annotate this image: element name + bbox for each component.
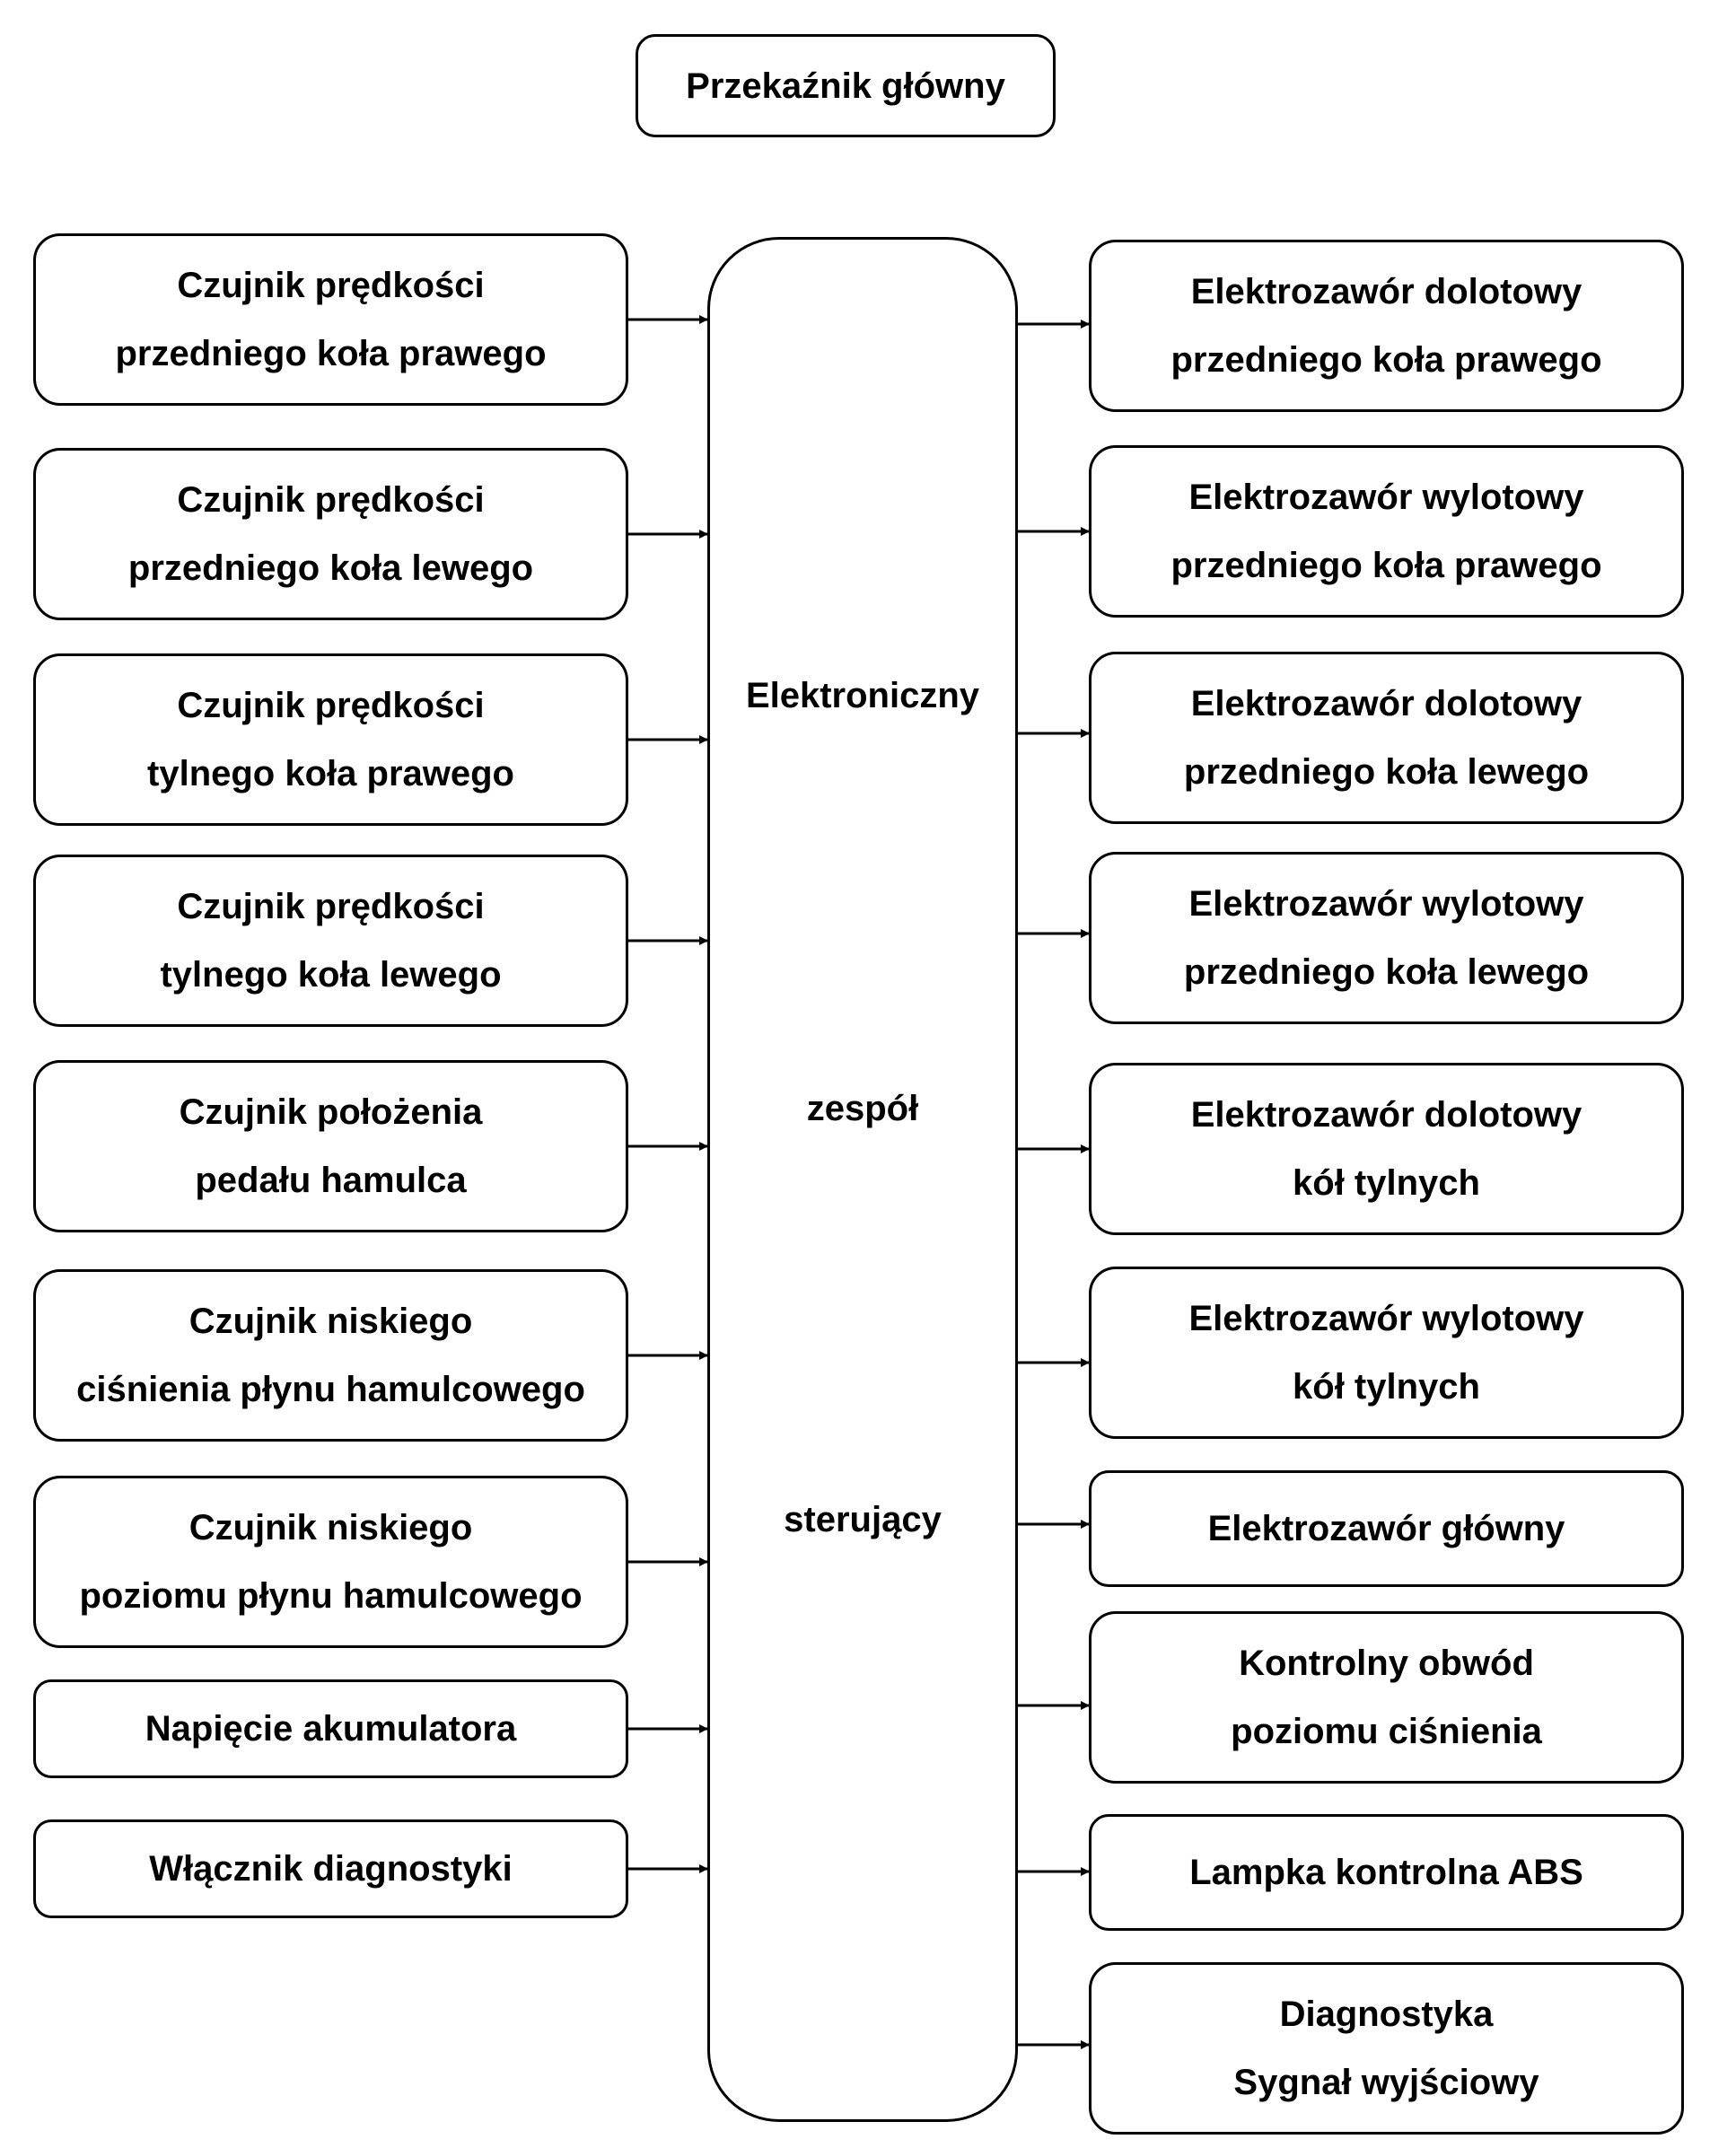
output-label-line1: Elektrozawór wylotowy: [1188, 478, 1584, 517]
ecu-label-line2: zespół: [806, 1089, 919, 1128]
input-label-line2: ciśnienia płynu hamulcowego: [76, 1370, 585, 1409]
input-box-front-left-speed-sensor: Czujnik prędkości przedniego koła lewego: [33, 448, 628, 620]
output-label-line2: kół tylnych: [1293, 1163, 1480, 1203]
main-relay-label: Przekaźnik główny: [686, 66, 1005, 106]
input-box-front-right-speed-sensor: Czujnik prędkości przedniego koła praweg…: [33, 233, 628, 406]
input-label-line1: Czujnik prędkości: [177, 266, 485, 305]
input-label-line1: Czujnik niskiego: [189, 1508, 473, 1547]
output-label-line2: przedniego koła prawego: [1170, 340, 1602, 380]
input-box-diagnostic-switch: Włącznik diagnostyki: [33, 1819, 628, 1918]
input-label-line1: Czujnik prędkości: [177, 887, 485, 926]
output-label-line2: Sygnał wyjściowy: [1233, 2063, 1539, 2102]
output-label-line1: Elektrozawór wylotowy: [1188, 884, 1584, 924]
output-box-front-left-outlet-valve: Elektrozawór wylotowy przedniego koła le…: [1089, 852, 1684, 1024]
output-box-abs-warning-lamp: Lampka kontrolna ABS: [1089, 1814, 1684, 1931]
output-box-main-valve: Elektrozawór główny: [1089, 1470, 1684, 1587]
ecu-label-line3: sterujący: [784, 1500, 942, 1539]
output-label-line1: Lampka kontrolna ABS: [1189, 1853, 1583, 1892]
ecu-label-line1: Elektroniczny: [745, 676, 980, 715]
input-box-rear-right-speed-sensor: Czujnik prędkości tylnego koła prawego: [33, 653, 628, 826]
input-box-low-brake-fluid-pressure-sensor: Czujnik niskiego ciśnienia płynu hamulco…: [33, 1269, 628, 1442]
main-relay-box: Przekaźnik główny: [636, 34, 1056, 137]
input-label-line1: Napięcie akumulatora: [145, 1709, 517, 1749]
output-label-line1: Elektrozawór dolotowy: [1190, 1095, 1583, 1135]
output-label-line2: przedniego koła prawego: [1170, 546, 1602, 585]
input-label-line2: tylnego koła lewego: [160, 955, 502, 995]
input-box-low-brake-fluid-level-sensor: Czujnik niskiego poziomu płynu hamulcowe…: [33, 1476, 628, 1648]
output-label-line1: Kontrolny obwód: [1239, 1644, 1534, 1683]
input-box-rear-left-speed-sensor: Czujnik prędkości tylnego koła lewego: [33, 855, 628, 1027]
input-label-line1: Czujnik położenia: [179, 1092, 483, 1132]
electronic-control-unit-box: Elektroniczny zespół sterujący: [707, 237, 1018, 2122]
output-box-front-right-outlet-valve: Elektrozawór wylotowy przedniego koła pr…: [1089, 445, 1684, 618]
input-label-line2: pedału hamulca: [195, 1161, 467, 1200]
output-label-line2: poziomu ciśnienia: [1231, 1712, 1542, 1751]
output-box-front-right-inlet-valve: Elektrozawór dolotowy przedniego koła pr…: [1089, 240, 1684, 412]
output-label-line2: przedniego koła lewego: [1183, 952, 1590, 992]
output-label-line1: Diagnostyka: [1279, 1995, 1494, 2034]
input-label-line2: tylnego koła prawego: [147, 754, 514, 793]
output-box-rear-outlet-valve: Elektrozawór wylotowy kół tylnych: [1089, 1267, 1684, 1439]
output-label-line1: Elektrozawór główny: [1207, 1509, 1565, 1548]
input-label-line2: przedniego koła lewego: [127, 548, 534, 588]
output-label-line1: Elektrozawór dolotowy: [1190, 684, 1583, 723]
output-box-rear-inlet-valve: Elektrozawór dolotowy kół tylnych: [1089, 1063, 1684, 1235]
input-label-line1: Włącznik diagnostyki: [149, 1849, 513, 1889]
input-box-battery-voltage: Napięcie akumulatora: [33, 1679, 628, 1778]
output-label-line2: kół tylnych: [1293, 1367, 1480, 1407]
output-box-pressure-level-control-circuit: Kontrolny obwód poziomu ciśnienia: [1089, 1611, 1684, 1784]
input-label-line1: Czujnik prędkości: [177, 686, 485, 725]
input-label-line2: poziomu płynu hamulcowego: [79, 1576, 583, 1616]
output-box-diagnostic-output-signal: Diagnostyka Sygnał wyjściowy: [1089, 1962, 1684, 2135]
output-label-line1: Elektrozawór dolotowy: [1190, 272, 1583, 311]
output-box-front-left-inlet-valve: Elektrozawór dolotowy przedniego koła le…: [1089, 652, 1684, 824]
output-label-line1: Elektrozawór wylotowy: [1188, 1299, 1584, 1338]
input-label-line1: Czujnik prędkości: [177, 480, 485, 520]
output-label-line2: przedniego koła lewego: [1183, 752, 1590, 792]
input-label-line1: Czujnik niskiego: [189, 1302, 473, 1341]
input-label-line2: przedniego koła prawego: [115, 334, 547, 373]
input-box-brake-pedal-position-sensor: Czujnik położenia pedału hamulca: [33, 1060, 628, 1232]
